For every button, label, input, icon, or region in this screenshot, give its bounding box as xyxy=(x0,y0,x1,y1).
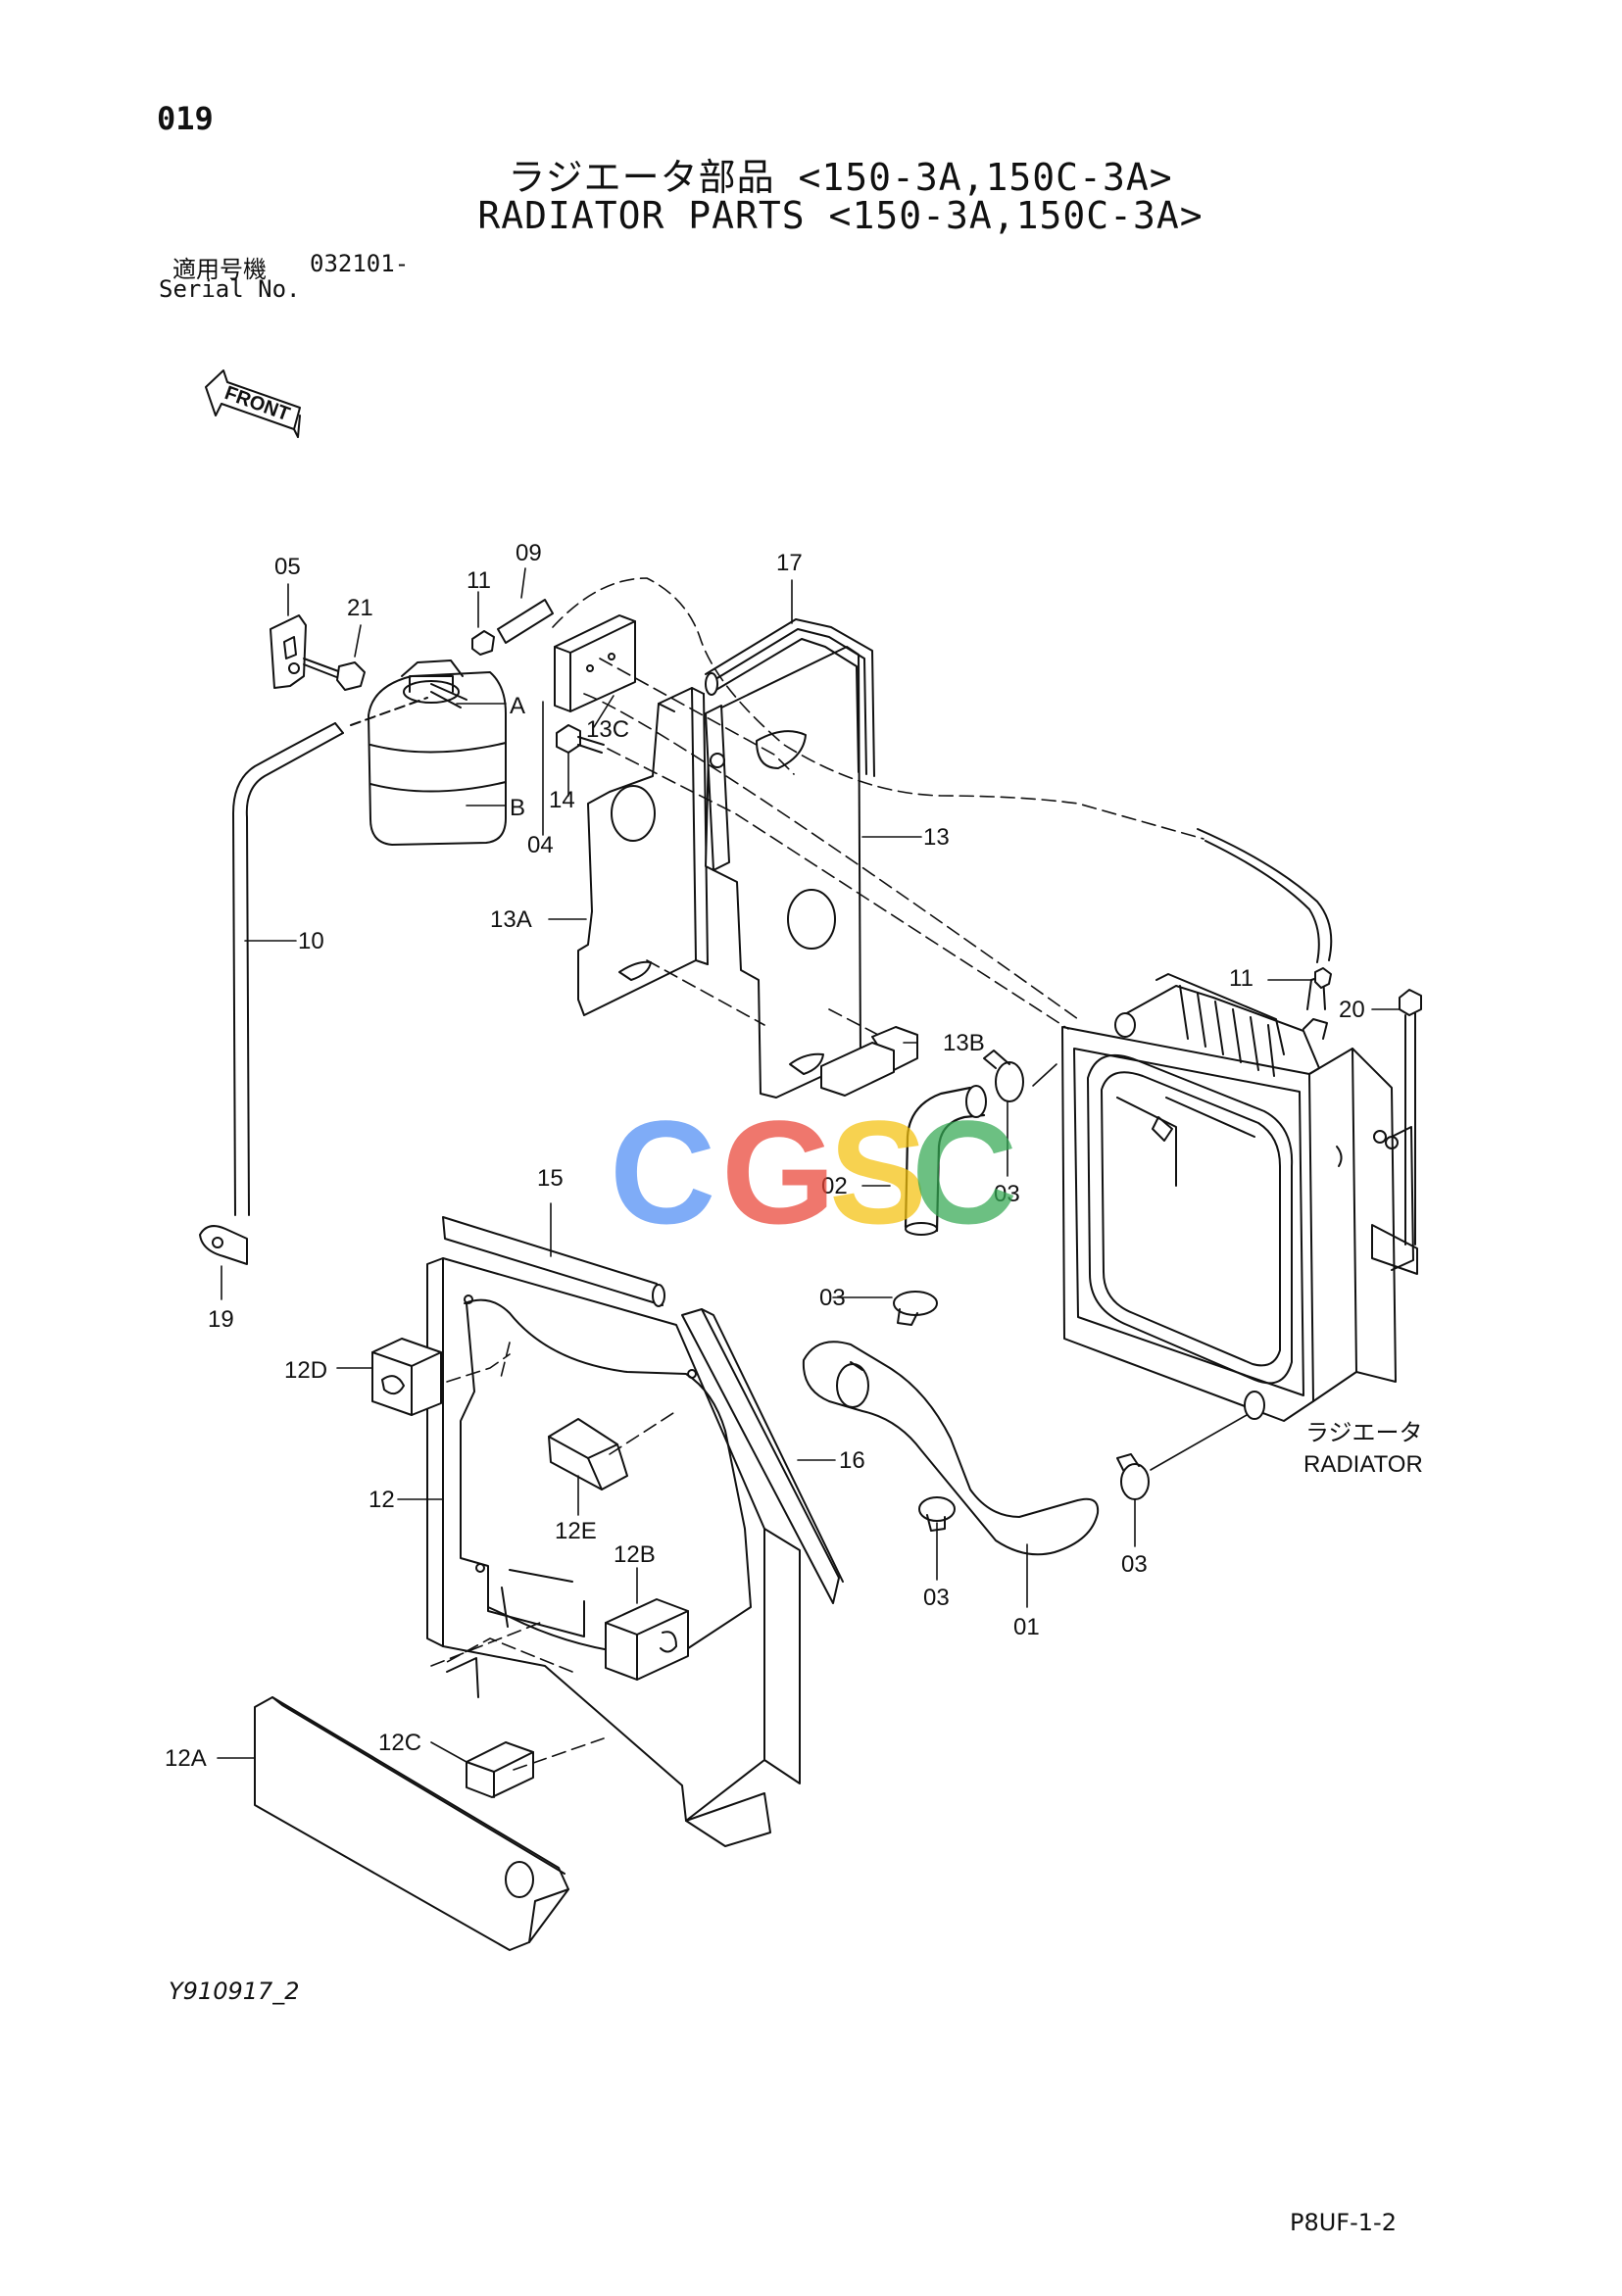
lower-hose-part-01 xyxy=(802,1341,1100,1556)
sleeve-part-09 xyxy=(497,599,554,644)
title-english: RADIATOR PARTS <150-3A,150C-3A> xyxy=(477,194,1204,237)
serial-label-english: Serial No. xyxy=(159,275,301,303)
callout-13C: 13C xyxy=(586,716,629,743)
callout-13B: 13B xyxy=(943,1030,985,1056)
callout-B: B xyxy=(510,795,525,821)
hose-clamp-part-03-lower-left xyxy=(918,1496,956,1532)
callout-16: 16 xyxy=(839,1447,865,1474)
callout-14: 14 xyxy=(549,787,575,813)
watermark-letter-c1: C xyxy=(610,1090,716,1254)
callout-17: 17 xyxy=(776,550,803,576)
callout-03-lower-left: 03 xyxy=(923,1585,950,1611)
radiator xyxy=(1061,973,1418,1422)
front-arrow-icon xyxy=(205,369,301,438)
callout-10: 10 xyxy=(298,928,324,954)
watermark-letter-g: G xyxy=(721,1090,836,1254)
serial-number: 032101- xyxy=(310,250,410,277)
bracket-part-05 xyxy=(270,614,307,689)
bolt-part-20 xyxy=(1399,989,1422,1246)
callout-13: 13 xyxy=(923,824,950,851)
title-japanese: ラジエータ部品 <150-3A,150C-3A> xyxy=(508,156,1173,199)
callout-12: 12 xyxy=(369,1487,395,1513)
callout-09: 09 xyxy=(516,540,542,566)
lower-cover-part-12A xyxy=(254,1696,569,1951)
seal-part-16 xyxy=(681,1308,844,1604)
clip-part-11-radiator xyxy=(1314,967,1332,989)
callout-05: 05 xyxy=(274,554,301,580)
spacer-part-12B xyxy=(605,1598,689,1681)
bolt-part-14 xyxy=(556,724,605,754)
clip-part-11-top xyxy=(471,630,495,656)
bolt-part-21 xyxy=(303,658,366,691)
drawing-reference: Y910917_2 xyxy=(169,1978,300,2005)
callout-11-radiator: 11 xyxy=(1229,965,1253,992)
spacer-part-12E xyxy=(548,1418,628,1490)
callout-12E: 12E xyxy=(555,1518,597,1544)
watermark-letter-s: S xyxy=(829,1090,928,1254)
callout-12B: 12B xyxy=(614,1541,656,1568)
hose-clamp-part-03-upper xyxy=(983,1050,1024,1102)
callout-A: A xyxy=(510,693,525,719)
callout-20: 20 xyxy=(1339,997,1365,1023)
callout-03-lower-right: 03 xyxy=(1121,1551,1148,1578)
callout-04: 04 xyxy=(527,832,554,858)
callout-19: 19 xyxy=(208,1306,234,1333)
callout-01: 01 xyxy=(1013,1614,1040,1640)
shroud-plate-part-13 xyxy=(705,646,861,1099)
hose-clamp-part-03-mid xyxy=(893,1291,938,1326)
callout-11-top: 11 xyxy=(467,567,491,594)
callout-02: 02 xyxy=(821,1173,848,1199)
front-label: FRONT xyxy=(221,382,292,425)
fan-shroud-part-12 xyxy=(426,1257,801,1847)
seal-part-15 xyxy=(442,1216,665,1307)
callout-03-upper: 03 xyxy=(994,1181,1020,1207)
seal-strip-part-17 xyxy=(705,618,875,777)
callout-12C: 12C xyxy=(378,1730,421,1756)
callout-13A: 13A xyxy=(490,906,532,933)
callout-21: 21 xyxy=(347,595,373,621)
callout-15: 15 xyxy=(537,1165,564,1192)
spacer-part-12D xyxy=(371,1338,442,1416)
reservoir-tank-part-04 xyxy=(368,659,507,846)
spacer-part-12C xyxy=(466,1741,534,1798)
callout-12A: 12A xyxy=(165,1745,207,1772)
serial-label-japanese: 適用号機 xyxy=(172,256,267,283)
overflow-hose-radiator xyxy=(1197,828,1333,963)
callout-03-mid: 03 xyxy=(819,1285,846,1311)
radiator-label-japanese: ラジエータ xyxy=(1305,1420,1423,1446)
hose-clamp-part-03-lower-right xyxy=(1116,1453,1150,1500)
callout-labels: 05 21 11 09 17 A B 13C 14 04 13 13A 10 1… xyxy=(165,540,1423,1772)
clamp-part-19 xyxy=(199,1225,248,1265)
page-number: 019 xyxy=(157,100,214,137)
spacer-part-13B xyxy=(820,1026,918,1097)
radiator-label-english: RADIATOR xyxy=(1303,1451,1423,1478)
upper-hose-part-02 xyxy=(904,1085,987,1236)
callout-12D: 12D xyxy=(284,1357,327,1384)
overflow-hose-part-10 xyxy=(232,697,428,1216)
spacer-part-13C xyxy=(554,614,636,712)
page-code: P8UF-1-2 xyxy=(1290,2209,1397,2236)
watermark-letter-c2: C xyxy=(911,1090,1018,1254)
